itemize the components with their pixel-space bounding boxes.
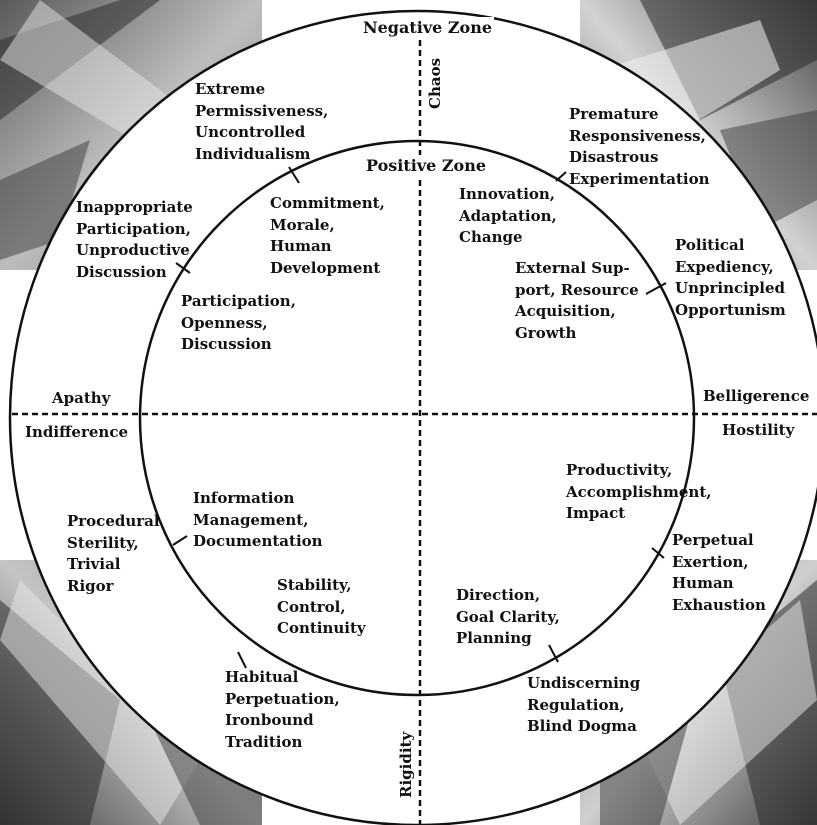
tick-perpetual-exertion [651,547,665,559]
tick-political-expediency [645,282,667,295]
tick-inappropriate-participation [175,262,191,274]
axis-label-rigidity: Rigidity [396,731,418,798]
value-premature-responsiveness: Premature Responsiveness, Disastrous Exp… [569,105,710,188]
axis-label-apathy: Apathy [52,389,111,407]
inner-circle [138,139,696,697]
value-perpetual-exertion: Perpetual Exertion, Human Exhaustion [672,531,766,614]
tick-undiscerning-regulation [548,644,559,663]
value-information-management: Information Management, Documentation [193,489,323,550]
axis-label-indifference: Indifference [25,423,128,441]
tick-procedural-sterility [172,535,188,546]
axis-label-hostility: Hostility [722,421,795,439]
outer-circle [8,9,817,825]
tick-extreme-permissiveness [288,166,300,184]
value-inappropriate-participation: Inappropriate Participation, Unproductiv… [76,198,193,281]
value-political-expediency: Political Expediency, Unprincipled Oppor… [675,236,786,319]
connector-ticks [172,166,667,669]
value-participation: Participation, Openness, Discussion [181,292,296,353]
value-productivity: Productivity, Accomplishment, Impact [566,461,712,522]
value-extreme-permissiveness: Extreme Permissiveness, Uncontrolled Ind… [195,80,329,163]
axis-label-belligerence: Belligerence [703,387,810,405]
value-innovation: Innovation, Adaptation, Change [459,185,557,246]
value-undiscerning-regulation: Undiscerning Regulation, Blind Dogma [527,674,641,735]
negative-zone-title: Negative Zone [361,17,495,39]
tick-premature-responsiveness [555,171,567,182]
axis-label-chaos: Chaos [425,57,447,109]
positive-zone-title: Positive Zone [364,155,489,177]
value-direction: Direction, Goal Clarity, Planning [456,586,560,647]
value-stability: Stability, Control, Continuity [277,576,366,637]
value-external-support: External Sup- port, Resource Acquisition… [515,259,639,342]
value-commitment: Commitment, Morale, Human Development [270,194,385,277]
value-procedural-sterility: Procedural Sterility, Trivial Rigor [67,512,160,595]
tick-habitual-perpetuation [237,651,247,669]
value-habitual-perpetuation: Habitual Perpetuation, Ironbound Traditi… [225,668,340,751]
